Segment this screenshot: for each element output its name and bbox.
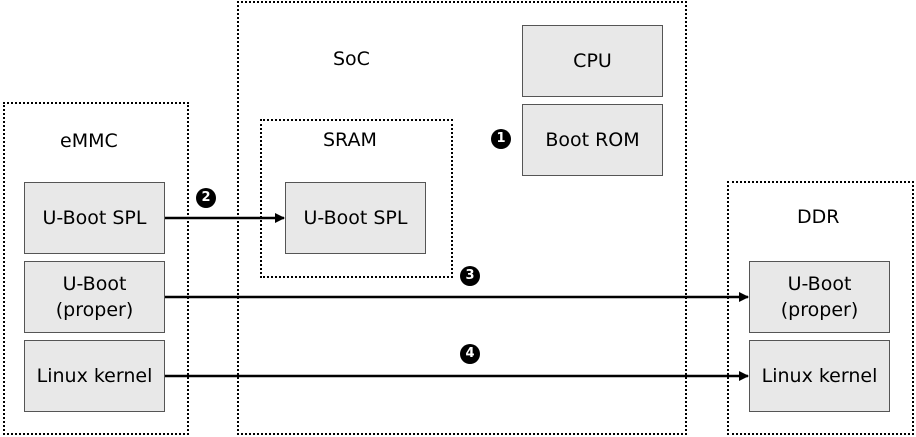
ddr-linux-kernel-box: Linux kernel: [749, 340, 890, 412]
cpu-text: CPU: [573, 50, 612, 72]
emmc-uboot-proper-line2: (proper): [55, 299, 134, 321]
emmc-linux-kernel-text: Linux kernel: [36, 365, 153, 387]
emmc-region: [3, 102, 189, 435]
emmc-uboot-spl-box: U-Boot SPL: [24, 182, 165, 254]
sram-uboot-spl-box: U-Boot SPL: [285, 182, 426, 254]
ddr-uboot-proper-line2: (proper): [780, 299, 859, 321]
emmc-linux-kernel-box: Linux kernel: [24, 340, 165, 412]
step-1-badge: 1: [491, 129, 511, 149]
sram-label: SRAM: [323, 129, 377, 151]
soc-label: SoC: [333, 48, 370, 70]
ddr-linux-kernel-text: Linux kernel: [761, 365, 878, 387]
step-4-badge: 4: [460, 344, 480, 364]
ddr-uboot-proper-line1: U-Boot: [787, 273, 852, 295]
ddr-uboot-proper-box: U-Boot (proper): [749, 261, 890, 333]
sram-region: [260, 119, 453, 278]
boot-rom-box: Boot ROM: [522, 104, 663, 176]
cpu-box: CPU: [522, 25, 663, 97]
boot-rom-text: Boot ROM: [545, 129, 640, 151]
ddr-region: [727, 181, 914, 435]
sram-uboot-spl-text: U-Boot SPL: [303, 207, 408, 229]
ddr-label: DDR: [797, 206, 840, 228]
step-2-badge: 2: [196, 188, 216, 208]
step-3-badge: 3: [460, 266, 480, 286]
emmc-uboot-proper-box: U-Boot (proper): [24, 261, 165, 333]
emmc-uboot-proper-line1: U-Boot: [62, 273, 127, 295]
emmc-label: eMMC: [60, 130, 118, 152]
emmc-uboot-spl-text: U-Boot SPL: [42, 207, 147, 229]
